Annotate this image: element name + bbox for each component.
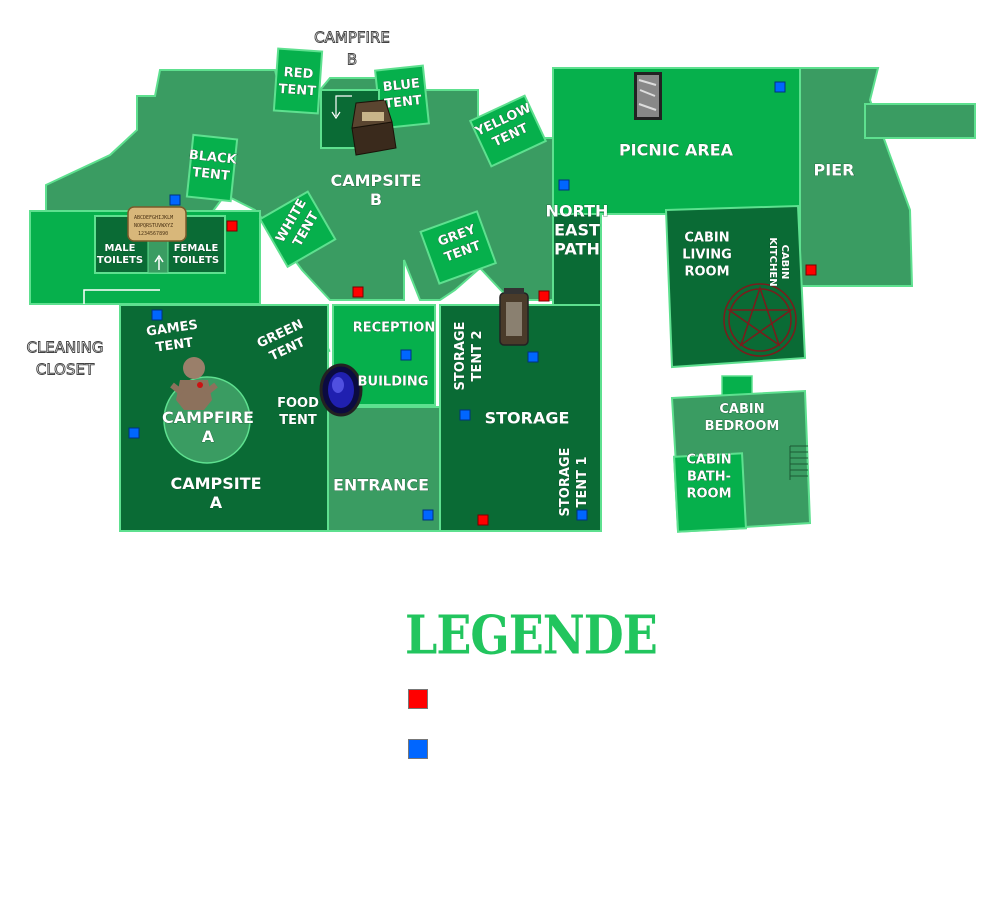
legend-blue-swatch: [408, 739, 428, 759]
white-tent-zone: [258, 190, 337, 269]
grey-tent-zone: [419, 210, 498, 285]
black-tent-zone: [185, 133, 239, 203]
entrance-zone: [327, 406, 441, 532]
red-tent-zone: [272, 47, 324, 115]
cabin-bedroom-zone: [670, 375, 812, 533]
crystal-ball-icon: [319, 363, 363, 417]
label-entrance: ENTRANCE: [333, 475, 429, 494]
label-building: BUILDING: [358, 375, 429, 390]
blue-markers: [128, 81, 786, 521]
legend-red-swatch: [408, 689, 428, 709]
yellow-tent-zone: [468, 94, 548, 168]
label-reception: RECEPTION: [353, 321, 435, 336]
reception-building-zone: [332, 304, 436, 406]
svg-text:NOPQRSTUVWXYZ: NOPQRSTUVWXYZ: [134, 223, 173, 229]
lantern-icon: [499, 288, 529, 346]
label-picnic-area: PICNIC AREA: [619, 140, 734, 159]
label-black-tent: BLACKTENT: [186, 148, 238, 185]
haunted-mirror-icon: [634, 72, 662, 120]
cabin-living-room-zone: [664, 204, 807, 369]
svg-text:1234567890: 1234567890: [138, 231, 168, 237]
label-red-tent: REDTENT: [278, 65, 318, 100]
pier-area: [799, 67, 914, 287]
red-markers: [226, 220, 817, 526]
music-box-icon: [351, 99, 397, 156]
legend-title: LEGENDE: [405, 603, 658, 667]
ouija-board-icon: ABCDEFGHIJKLM NOPQRSTUVWXYZ 1234567890: [127, 206, 187, 242]
pentagram-icon: [723, 283, 797, 357]
label-blue-tent: BLUETENT: [382, 76, 423, 112]
svg-text:ABCDEFGHIJKLM: ABCDEFGHIJKLM: [134, 215, 173, 221]
label-cabin-kitchen: CABINKITCHEN: [767, 237, 790, 286]
north-east-path-zone: [552, 213, 602, 306]
label-pier: PIER: [814, 160, 855, 179]
label-games-tent: GAMESTENT: [145, 318, 201, 357]
pier-dock: [864, 103, 976, 139]
label-storage: STORAGE: [485, 408, 570, 427]
voodoo-doll-icon: [170, 357, 218, 410]
